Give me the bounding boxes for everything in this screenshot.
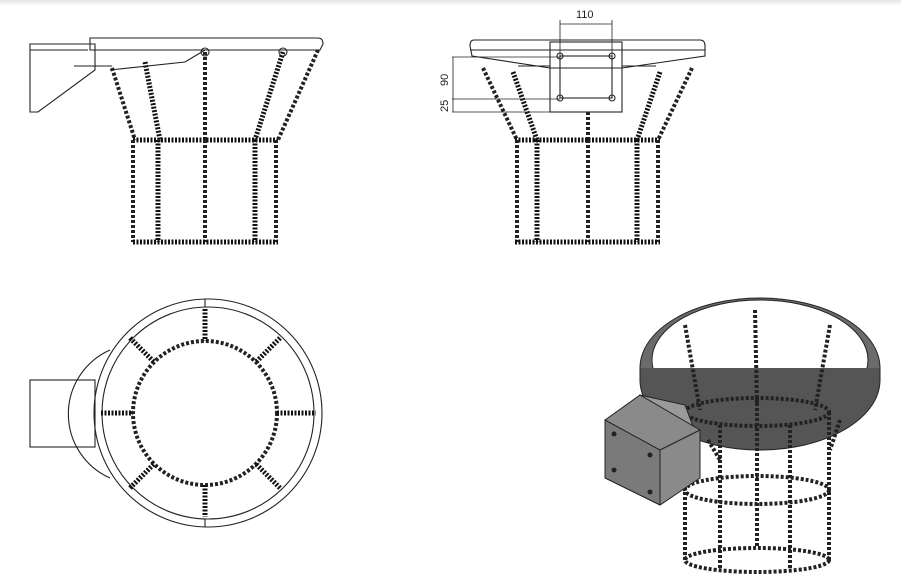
front-net-chains — [481, 67, 694, 245]
top-bracket — [29, 379, 96, 448]
top-net-chains — [101, 309, 316, 517]
dimension-90-label: 90 — [439, 74, 451, 86]
top-rim-outer — [93, 298, 323, 528]
iso-mounting-plate — [604, 419, 661, 506]
side-bracket — [29, 43, 96, 113]
isometric-view — [604, 297, 881, 574]
dimension-25-label: 25 — [439, 100, 451, 112]
top-view — [29, 298, 323, 528]
iso-net-chains — [683, 309, 842, 574]
dimension-90: 90 25 — [439, 56, 560, 113]
side-net-chains — [110, 49, 320, 245]
front-rim — [469, 39, 706, 69]
side-view — [29, 37, 324, 245]
front-view: 110 90 25 — [439, 9, 706, 245]
dimension-110-label: 110 — [576, 9, 594, 21]
mounting-plate — [549, 41, 623, 113]
window-top-edge — [0, 0, 901, 6]
dimension-110: 110 — [559, 9, 613, 56]
side-rim — [89, 37, 324, 51]
